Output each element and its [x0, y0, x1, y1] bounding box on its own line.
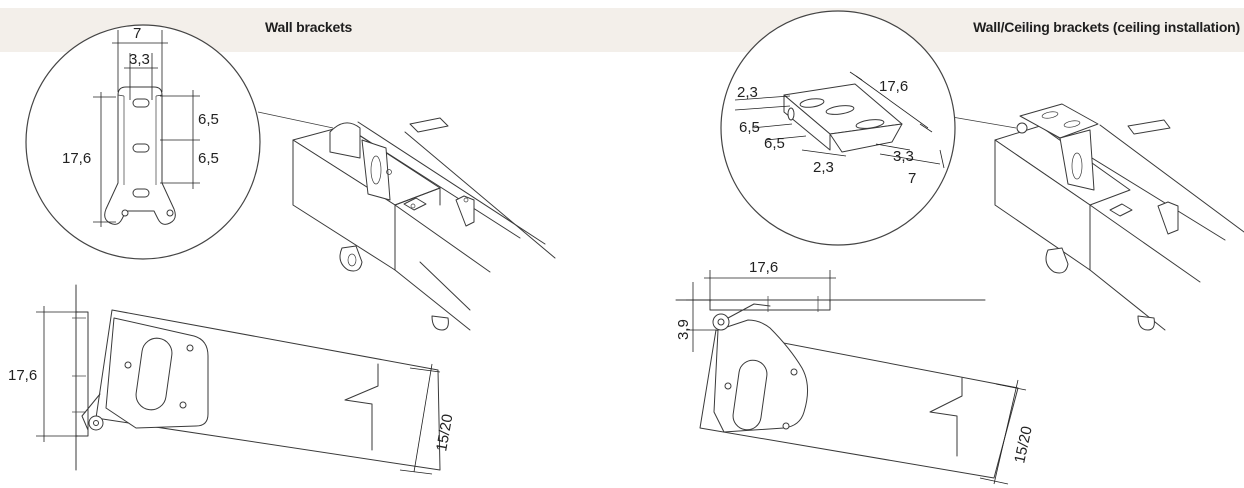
dim-ceiling-side-length: 17,6 [749, 259, 778, 276]
dim-wall-side-height: 17,6 [8, 367, 37, 384]
wall-bracket-3d-view [292, 117, 556, 331]
dim-wall-pitch-bottom: 6,5 [198, 150, 219, 167]
dim-ceiling-pitch-a: 6,5 [739, 119, 760, 136]
dim-ceiling-edge-top: 2,3 [737, 84, 758, 101]
wall-bracket-side-view: 17,6 15/20 [8, 284, 456, 475]
title-wall-brackets: Wall brackets [265, 19, 353, 35]
dim-wall-slot-width: 3,3 [129, 51, 150, 68]
ceiling-bracket-side-view: 17,6 3,9 15/20 [675, 259, 1036, 485]
dim-ceiling-edge-bottom: 2,3 [813, 159, 834, 176]
dim-wall-height: 17,6 [62, 150, 91, 167]
dim-ceiling-profile: 15/20 [1011, 425, 1035, 465]
wall-bracket-detail: 7 3,3 17,6 6,5 6,5 [25, 24, 261, 260]
bottom-hook [339, 245, 363, 272]
dim-wall-pitch-top: 6,5 [198, 111, 219, 128]
ceiling-bracket-3d-view [994, 103, 1244, 331]
dim-ceiling-slot-width: 3,3 [893, 148, 914, 165]
ceiling-mount-plate [1019, 103, 1099, 139]
bracket-plate-front [104, 86, 176, 225]
dim-wall-width: 7 [133, 25, 141, 42]
dim-wall-profile: 15/20 [433, 413, 456, 453]
bracket-mount-top [329, 122, 361, 159]
title-wall-ceiling-brackets: Wall/Ceiling brackets (ceiling installat… [973, 19, 1240, 35]
dim-ceiling-offset: 3,9 [675, 319, 692, 340]
dim-ceiling-width: 7 [908, 170, 916, 187]
dim-ceiling-pitch-b: 6,5 [764, 135, 785, 152]
top-rail-strip [409, 117, 449, 133]
dim-ceiling-length: 17,6 [879, 78, 908, 95]
ceiling-bracket-detail: 17,6 2,3 6,5 6,5 2,3 3,3 7 [720, 10, 956, 246]
bracket-plate [361, 139, 391, 201]
